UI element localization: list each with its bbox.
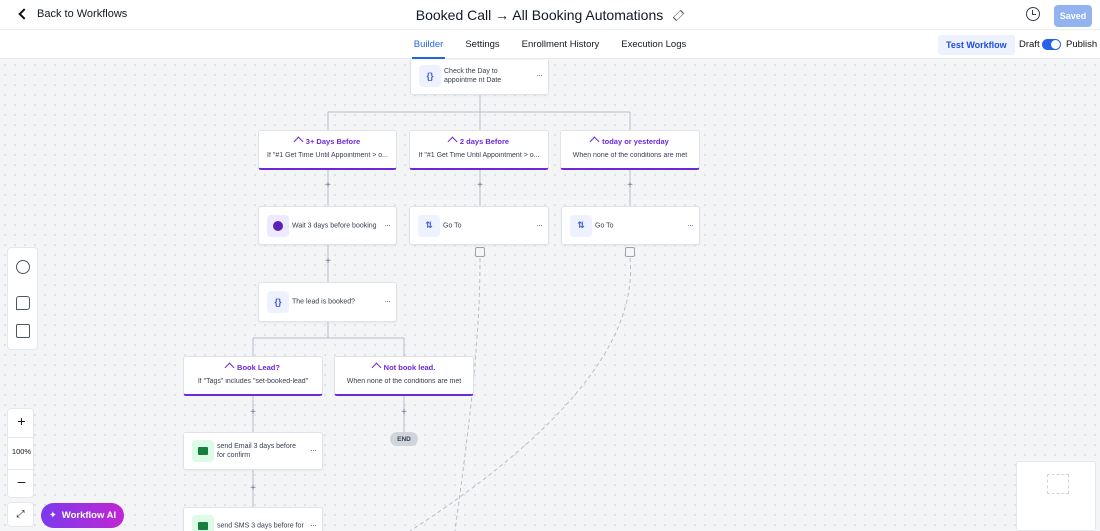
- add-step-button[interactable]: +: [477, 180, 483, 191]
- connector-lines: [252, 95, 632, 531]
- branch-today-or-yesterday[interactable]: today or yesterday When none of the cond…: [560, 130, 700, 170]
- top-header: Back to Workflows Booked Call → All Book…: [0, 0, 1100, 30]
- goto-node-1[interactable]: ⇅ Go To ···: [409, 206, 549, 245]
- tab-settings[interactable]: Settings: [465, 39, 500, 50]
- branch-3-days-before[interactable]: 3+ Days Before If "#1 Get Time Until App…: [258, 130, 397, 170]
- note-icon[interactable]: [16, 324, 30, 338]
- publish-toggle[interactable]: [1042, 39, 1061, 50]
- more-options-icon[interactable]: ···: [536, 219, 543, 230]
- end-marker: END: [390, 432, 418, 446]
- saved-button[interactable]: Saved: [1054, 5, 1092, 27]
- more-options-icon[interactable]: ···: [310, 445, 317, 455]
- add-step-button[interactable]: +: [250, 407, 256, 418]
- branch-condition: When none of the conditions are met: [572, 152, 688, 159]
- branch-icon: [371, 362, 382, 373]
- branch-icon: [589, 136, 600, 147]
- more-options-icon[interactable]: ···: [687, 219, 694, 230]
- add-step-button[interactable]: +: [401, 407, 407, 418]
- check-day-node[interactable]: {} Check the Day to appointme nt Date ··…: [410, 60, 549, 95]
- send-email-node[interactable]: send Email 3 days before for confirm ···: [183, 432, 323, 470]
- code-braces-icon: {}: [419, 64, 441, 87]
- publish-label: Publish: [1066, 39, 1098, 50]
- minimap-viewport: [1047, 474, 1069, 494]
- add-step-button[interactable]: +: [325, 256, 331, 267]
- workflow-title-area: Booked Call → All Booking Automations: [0, 7, 1100, 23]
- zoom-controls: + 100% –: [7, 408, 35, 498]
- pie-chart-icon[interactable]: [16, 260, 30, 274]
- zoom-out-button[interactable]: –: [17, 473, 26, 489]
- more-options-icon[interactable]: ···: [536, 69, 543, 80]
- more-options-icon[interactable]: ···: [310, 520, 317, 530]
- branch-title: Book Lead?: [237, 363, 280, 372]
- branch-title: 3+ Days Before: [305, 137, 361, 146]
- goto-arrows-icon: ⇅: [570, 214, 592, 237]
- branch-title: Not book lead.: [383, 363, 436, 372]
- sms-icon: [192, 515, 214, 531]
- node-label: Go To: [595, 222, 614, 229]
- node-label: The lead is booked?: [292, 298, 356, 306]
- tab-bar: Builder Settings Enrollment History Exec…: [0, 30, 1100, 59]
- branch-icon: [447, 136, 458, 147]
- more-options-icon[interactable]: ···: [384, 296, 391, 306]
- add-step-button[interactable]: +: [250, 483, 256, 494]
- email-icon: [192, 440, 214, 462]
- canvas-tool-panel: [7, 247, 38, 350]
- workflow-canvas[interactable]: {} Check the Day to appointme nt Date ··…: [0, 60, 1100, 531]
- more-options-icon[interactable]: ···: [384, 219, 391, 230]
- node-label: Go To: [443, 222, 462, 229]
- branch-title: today or yesterday: [602, 137, 669, 146]
- branch-not-book-lead[interactable]: Not book lead. When none of the conditio…: [334, 356, 474, 396]
- branch-condition: If "#1 Get Time Until Appointment > o...: [418, 152, 540, 159]
- edit-pencil-icon[interactable]: [673, 9, 685, 21]
- lead-booked-node[interactable]: {} The lead is booked? ···: [258, 282, 397, 322]
- node-label: Wait 3 days before booking: [292, 222, 377, 229]
- tab-execution-logs[interactable]: Execution Logs: [621, 39, 687, 50]
- branch-condition: When none of the conditions are met: [346, 378, 462, 385]
- goto-node-2[interactable]: ⇅ Go To ···: [561, 206, 700, 245]
- tab-enrollment-history[interactable]: Enrollment History: [521, 39, 600, 50]
- tab-builder[interactable]: Builder: [411, 30, 445, 59]
- back-label: Back to Workflows: [37, 8, 128, 20]
- branch-2-days-before[interactable]: 2 days Before If "#1 Get Time Until Appo…: [409, 130, 549, 170]
- draft-label: Draft: [1019, 39, 1040, 50]
- link-icon[interactable]: [475, 247, 485, 257]
- branch-title: 2 days Before: [459, 137, 510, 146]
- fit-to-screen-icon[interactable]: ⤢: [7, 502, 34, 527]
- zoom-in-button[interactable]: +: [17, 413, 26, 429]
- code-braces-icon: {}: [267, 291, 289, 313]
- branch-book-lead[interactable]: Book Lead? If "Tags" includes "set-booke…: [183, 356, 323, 396]
- link-icon[interactable]: [625, 247, 635, 257]
- goto-arrows-icon: ⇅: [418, 214, 440, 237]
- chevron-left-icon: [18, 8, 30, 20]
- add-step-button[interactable]: +: [325, 180, 331, 191]
- node-label: send Email 3 days before for confirm: [217, 443, 296, 459]
- back-to-workflows-link[interactable]: Back to Workflows: [18, 8, 128, 20]
- branch-condition: If "#1 Get Time Until Appointment > o...: [267, 152, 388, 159]
- wait-node[interactable]: Wait 3 days before booking ···: [258, 206, 397, 245]
- sparkle-icon: ✦: [48, 510, 57, 521]
- send-sms-node[interactable]: send SMS 3 days before for ···: [183, 507, 323, 531]
- branch-icon: [293, 136, 304, 147]
- clock-icon: [267, 214, 289, 237]
- node-label: Check the Day to appointme nt Date: [444, 67, 502, 84]
- branch-condition: If "Tags" includes "set-booked-lead": [197, 378, 309, 385]
- comment-icon[interactable]: [16, 296, 30, 310]
- workflow-ai-label: Workflow AI: [61, 510, 117, 521]
- tabs: Builder Settings Enrollment History Exec…: [0, 30, 1100, 59]
- minimap[interactable]: [1016, 461, 1096, 531]
- zoom-level: 100%: [11, 447, 32, 456]
- test-workflow-button[interactable]: Test Workflow: [938, 35, 1015, 55]
- branch-icon: [224, 362, 235, 373]
- workflow-title: Booked Call → All Booking Automations: [415, 7, 664, 23]
- workflow-ai-button[interactable]: ✦ Workflow AI: [41, 503, 124, 528]
- history-icon[interactable]: [1026, 7, 1040, 21]
- add-step-button[interactable]: +: [627, 180, 633, 191]
- node-label: send SMS 3 days before for: [217, 522, 304, 530]
